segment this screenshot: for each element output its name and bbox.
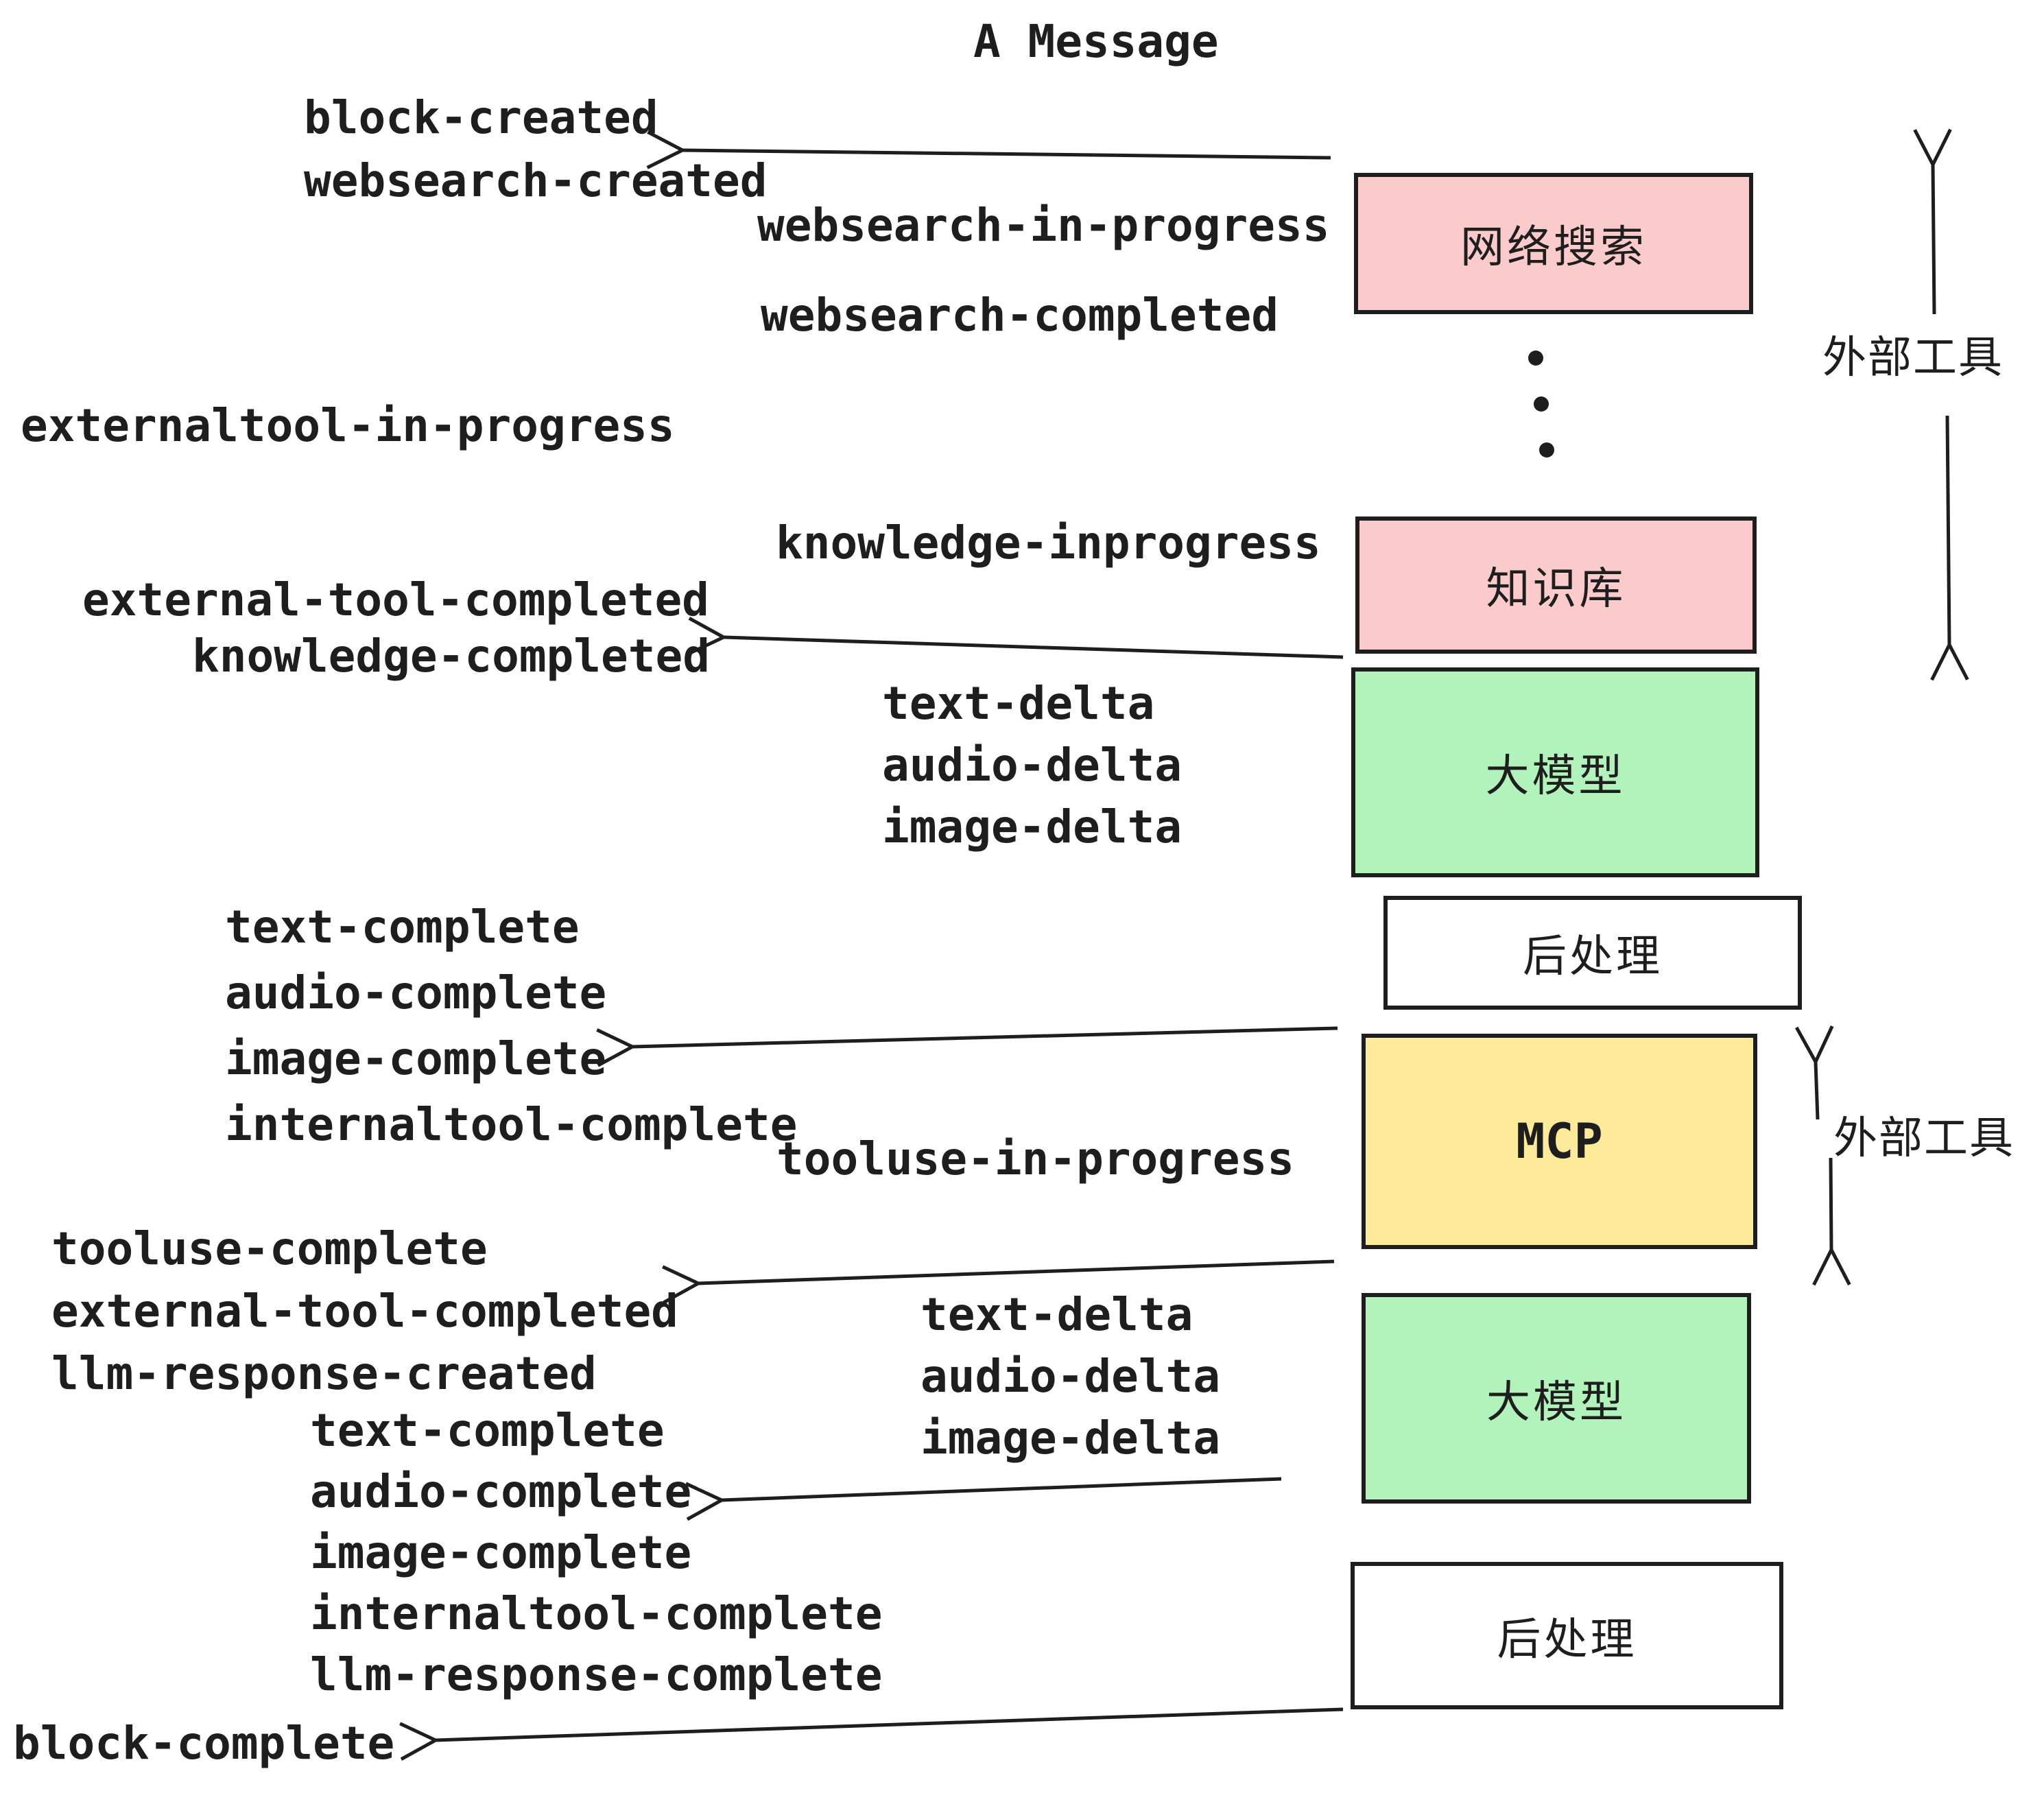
arrow-websearch-box-to-created-events xyxy=(682,150,1331,158)
box-websearch: 网络搜索 xyxy=(1354,173,1753,314)
event-audio-complete-2: audio-complete xyxy=(310,1465,692,1518)
box-knowledge: 知识库 xyxy=(1355,517,1757,654)
external-tools-label-1: 外部工具 xyxy=(1822,333,2004,383)
event-image-complete-2: image-complete xyxy=(310,1526,692,1579)
event-websearch-created: websearch-created xyxy=(304,154,768,207)
arrow-mcp-to-tooluse-complete-events xyxy=(698,1259,1335,1283)
event-audio-complete: audio-complete xyxy=(225,966,607,1019)
box-llm-1-label: 大模型 xyxy=(1485,751,1626,802)
event-llm-response-created: llm-response-created xyxy=(51,1347,597,1400)
arrow-external-tools-1-up xyxy=(1933,165,1934,315)
event-knowledge-inprogress: knowledge-inprogress xyxy=(776,517,1321,569)
box-llm-2-label: 大模型 xyxy=(1486,1377,1626,1428)
arrow-knowledge-to-completed-events xyxy=(724,637,1344,659)
event-list-delta-1: text-delta audio-delta image-delta xyxy=(882,673,1182,858)
box-websearch-label: 网络搜索 xyxy=(1460,222,1647,273)
event-list-complete-1: text-complete audio-complete image-compl… xyxy=(225,894,797,1158)
box-postprocess-2-label: 后处理 xyxy=(1497,1614,1637,1665)
event-audio-delta: audio-delta xyxy=(882,739,1183,792)
event-websearch-completed: websearch-completed xyxy=(761,289,1279,342)
event-text-complete-2: text-complete xyxy=(310,1404,665,1457)
event-text-complete: text-complete xyxy=(225,901,580,953)
box-knowledge-label: 知识库 xyxy=(1486,564,1626,615)
event-tooluse-in-progress: tooluse-in-progress xyxy=(776,1132,1294,1185)
arrow-external-tools-1-down xyxy=(1947,415,1949,645)
diagram-title: A Message xyxy=(973,15,1219,68)
event-websearch-in-progress: websearch-in-progress xyxy=(757,199,1330,252)
event-knowledge-completed: knowledge-completed xyxy=(192,630,710,683)
event-internaltool-complete: internaltool-complete xyxy=(225,1098,798,1151)
ellipsis-dot-2 xyxy=(1534,396,1549,412)
box-postprocess-1: 后处理 xyxy=(1383,896,1802,1010)
arrow-post2-to-block-complete xyxy=(436,1707,1344,1740)
event-llm-response-complete: llm-response-complete xyxy=(310,1648,883,1701)
event-audio-delta-2: audio-delta xyxy=(920,1350,1221,1403)
box-mcp-label: MCP xyxy=(1516,1113,1603,1170)
event-text-delta: text-delta xyxy=(882,677,1155,730)
event-external-tool-completed: external-tool-completed xyxy=(82,573,709,626)
box-llm-1: 大模型 xyxy=(1351,667,1759,877)
event-list-complete-2: text-complete audio-complete image-compl… xyxy=(310,1400,882,1705)
event-externaltool-in-progress: externaltool-in-progress xyxy=(21,399,675,452)
event-image-delta: image-delta xyxy=(882,800,1183,853)
event-image-delta-2: image-delta xyxy=(920,1412,1221,1464)
box-mcp: MCP xyxy=(1362,1034,1757,1249)
ellipsis-dot-1 xyxy=(1528,351,1543,366)
arrow-external-tools-2-up xyxy=(1816,1062,1818,1120)
external-tools-label-2: 外部工具 xyxy=(1833,1113,2015,1164)
event-tooluse-complete: tooluse-complete xyxy=(51,1222,488,1275)
box-postprocess-2: 后处理 xyxy=(1351,1562,1783,1709)
event-internaltool-complete-2: internaltool-complete xyxy=(310,1587,883,1640)
arrow-llm1-to-complete-events xyxy=(632,1026,1338,1047)
box-llm-2: 大模型 xyxy=(1362,1293,1751,1504)
ellipsis-dot-3 xyxy=(1539,442,1554,458)
event-text-delta-2: text-delta xyxy=(920,1288,1193,1341)
event-list-delta-2: text-delta audio-delta image-delta xyxy=(920,1284,1220,1469)
event-block-created: block-created xyxy=(304,91,658,144)
event-external-tool-completed-2: external-tool-completed xyxy=(51,1285,678,1338)
arrow-llm2-to-complete-events xyxy=(722,1477,1282,1500)
event-list-mid-left: tooluse-complete external-tool-completed… xyxy=(51,1218,678,1405)
box-postprocess-1-label: 后处理 xyxy=(1523,931,1663,982)
event-image-complete: image-complete xyxy=(225,1032,607,1085)
event-block-complete: block-complete xyxy=(13,1717,395,1770)
